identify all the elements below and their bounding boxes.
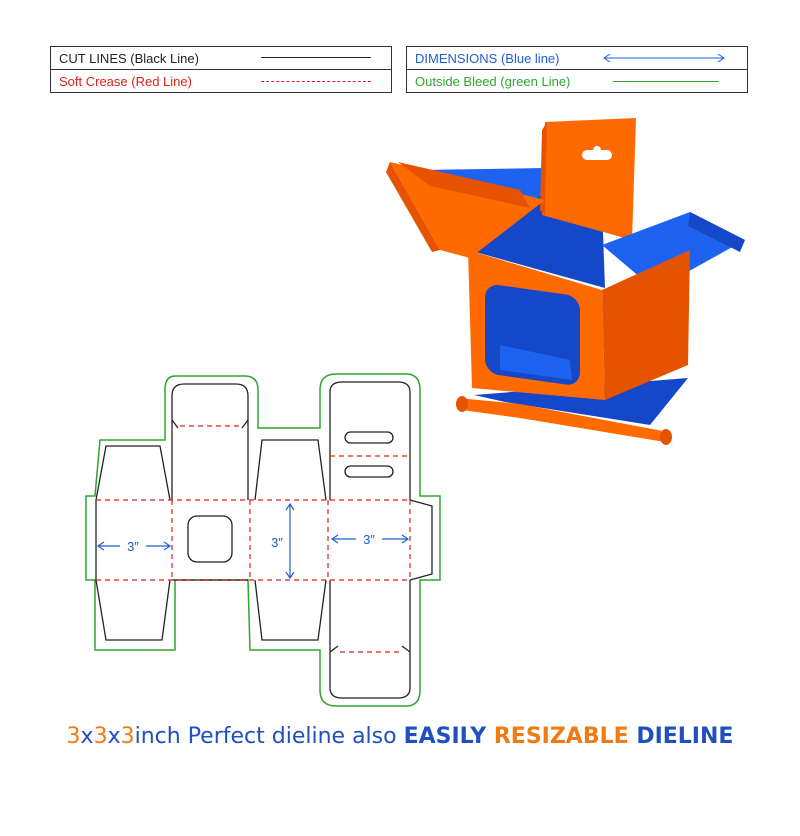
box-left-lid-tuck bbox=[398, 162, 530, 208]
caption-x2: x bbox=[107, 724, 121, 749]
box-bottom-flap bbox=[474, 378, 688, 425]
cut-line-sample bbox=[261, 57, 371, 58]
caption-rest: inch Perfect dieline also bbox=[134, 724, 404, 749]
legend-outside-bleed-label: Outside Bleed (green Line) bbox=[415, 73, 571, 89]
legend-dimensions-label: DIMENSIONS (Blue line) bbox=[415, 50, 560, 66]
box-left-lid-shade bbox=[386, 162, 440, 252]
caption: 3x3x3inch Perfect dieline also EASILY RE… bbox=[0, 724, 800, 749]
legend-soft-crease: Soft Crease (Red Line) bbox=[51, 69, 391, 92]
legend-right: DIMENSIONS (Blue line) Outside Bleed (gr… bbox=[406, 46, 748, 93]
crease-line-sample bbox=[261, 81, 371, 82]
crease-lines bbox=[96, 425, 411, 653]
legend-dimensions: DIMENSIONS (Blue line) bbox=[407, 47, 747, 69]
box-right-face bbox=[602, 250, 690, 400]
dim-height-label: 3″ bbox=[271, 535, 283, 550]
box-bottom-tab bbox=[458, 398, 668, 442]
box-bottom-tab-curl-right bbox=[660, 429, 672, 445]
bleed-line-sample bbox=[613, 81, 719, 82]
caption-resizable: RESIZABLE bbox=[493, 724, 637, 749]
legend-left: CUT LINES (Black Line) Soft Crease (Red … bbox=[50, 46, 392, 93]
cut-lines bbox=[95, 381, 433, 699]
caption-easily: EASILY bbox=[403, 724, 494, 749]
legend-soft-crease-label: Soft Crease (Red Line) bbox=[59, 73, 192, 89]
box-right-flap-edge bbox=[688, 212, 745, 252]
caption-size-a: 3 bbox=[66, 724, 81, 749]
hang-hole bbox=[582, 150, 612, 160]
dieline-flat: 3″ 3″ 3″ bbox=[85, 373, 441, 707]
dimension-line-sample bbox=[603, 53, 725, 63]
caption-size-b: 3 bbox=[93, 724, 108, 749]
box-window-inner bbox=[500, 345, 572, 380]
hang-tab-panel-side bbox=[540, 122, 547, 215]
legend-cut-lines: CUT LINES (Black Line) bbox=[51, 47, 391, 69]
legend-outside-bleed: Outside Bleed (green Line) bbox=[407, 69, 747, 92]
dim-depth-label: 3″ bbox=[363, 532, 375, 547]
dimension-lines bbox=[96, 502, 410, 580]
bleed-outline bbox=[85, 373, 441, 707]
dieline-window bbox=[187, 515, 233, 563]
box-bottom-tab-curl-left bbox=[456, 396, 468, 412]
caption-size-c: 3 bbox=[120, 724, 135, 749]
box-3d-illustration bbox=[386, 118, 745, 445]
box-left-lid bbox=[390, 162, 545, 258]
legend-cut-lines-label: CUT LINES (Black Line) bbox=[59, 50, 199, 66]
dim-width-label: 3″ bbox=[127, 539, 139, 554]
caption-dieline: DIELINE bbox=[636, 724, 734, 749]
hang-tab-panel bbox=[542, 118, 636, 240]
caption-x1: x bbox=[80, 724, 94, 749]
